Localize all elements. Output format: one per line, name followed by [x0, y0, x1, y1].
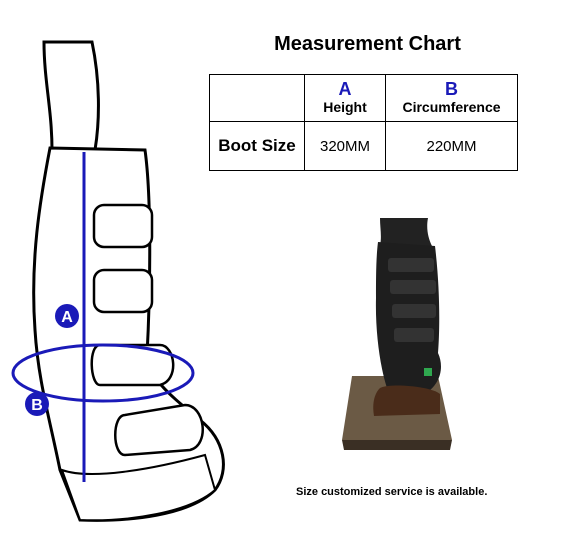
product-photo: [342, 218, 452, 450]
strap-4: [114, 403, 204, 457]
chart-title: Measurement Chart: [274, 33, 461, 55]
circumference-ellipse: [11, 343, 195, 403]
measurement-table: A Height B Circumference Boot Size 320MM…: [209, 74, 518, 171]
height-letter: A: [338, 79, 352, 99]
marker-a-circle: [55, 304, 79, 328]
height-value: 320MM: [304, 121, 386, 171]
circumference-value: 220MM: [385, 121, 518, 171]
leg-outline: [42, 40, 100, 152]
boot-size-label: Boot Size: [209, 121, 305, 171]
photo-hoof: [373, 385, 440, 416]
circumference-header-cell: B Circumference: [385, 74, 518, 122]
custom-size-note: Size customized service is available.: [296, 486, 488, 498]
strap-1: [92, 203, 154, 249]
empty-header-cell: [209, 74, 305, 122]
boot-diagram: A B: [11, 40, 225, 522]
table-row: Boot Size 320MM 220MM: [209, 121, 518, 171]
strap-3: [90, 343, 175, 387]
photo-leg: [380, 218, 432, 246]
hoof-outline: [60, 453, 217, 522]
circumference-letter: B: [445, 79, 458, 99]
marker-b-circle: [25, 392, 49, 416]
height-label: Height: [323, 99, 367, 115]
height-header-cell: A Height: [304, 74, 386, 122]
marker-a-label: A: [61, 309, 73, 326]
circumference-label: Circumference: [402, 99, 501, 115]
table-header-row: A Height B Circumference: [209, 74, 518, 122]
strap-2: [92, 268, 154, 314]
marker-b-label: B: [31, 397, 43, 414]
